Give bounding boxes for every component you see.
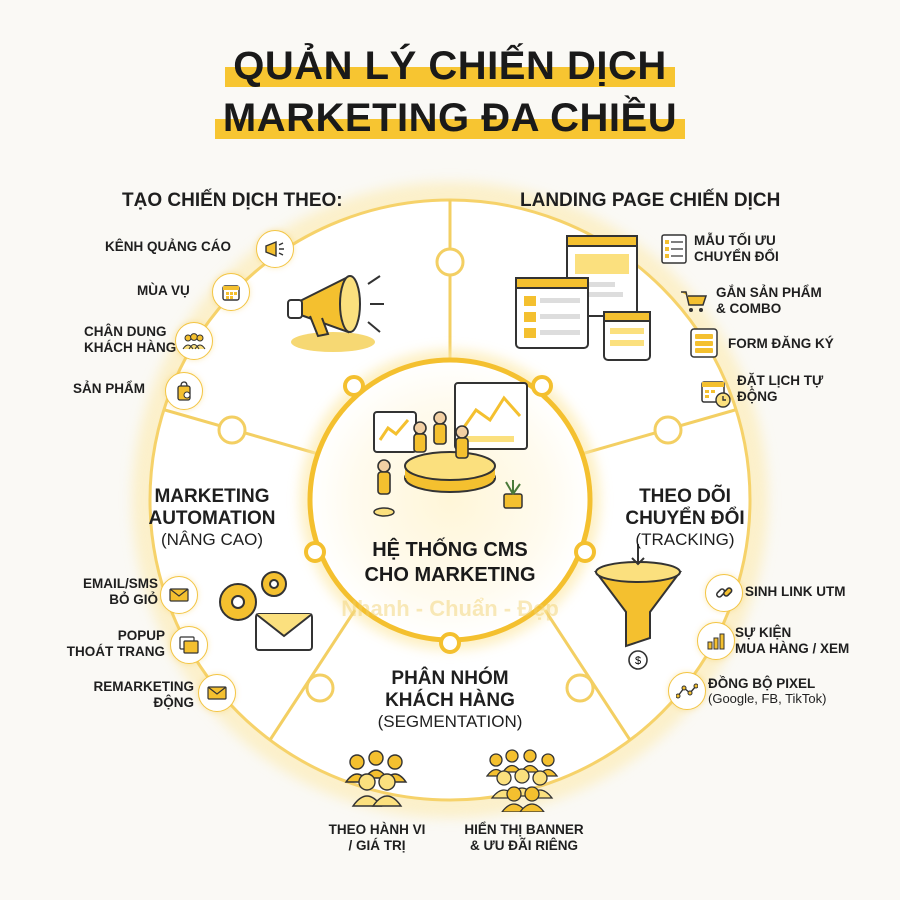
title-line-2: MARKETING ĐA CHIỀU	[0, 96, 900, 141]
automation-heading-line-1: MARKETING	[154, 486, 270, 507]
puzzle-tabs	[217, 247, 683, 703]
automation-heading: MARKETING AUTOMATION (NÂNG CAO)	[137, 486, 287, 549]
title-line-1: QUẢN LÝ CHIẾN DỊCH	[0, 44, 900, 89]
bar-chart-icon	[697, 622, 735, 660]
campaign-item-ad-channel: KÊNH QUẢNG CÁO	[105, 239, 232, 254]
product-bag-icon	[165, 372, 203, 410]
tracking-heading-line-2: CHUYỂN ĐỔI	[625, 507, 745, 529]
team-dashboard-illustration	[373, 382, 528, 517]
automation-item-popup: POPUP THOÁT TRANG	[55, 628, 165, 659]
connector-dot	[304, 541, 326, 563]
scheduling-line-1: ĐẶT LỊCH TỰ	[737, 373, 824, 388]
landing-item-scheduling: ĐẶT LỊCH TỰ ĐỘNG	[737, 373, 823, 404]
calendar-clock-icon	[700, 377, 732, 409]
popup-icon	[170, 626, 208, 664]
crowd-icon	[486, 749, 559, 812]
connector-dot	[531, 375, 553, 397]
connector-dot	[574, 541, 596, 563]
banner-line-1: HIỂN THỊ BANNER	[464, 822, 584, 837]
automation-item-email: EMAIL/SMS BỎ GIỎ	[68, 576, 158, 607]
landing-item-products: GẮN SẢN PHẨM & COMBO	[716, 285, 822, 316]
watermark: Nhanh - Chuẩn - Đẹp	[341, 596, 559, 621]
calendar-icon	[212, 273, 250, 311]
products-line-1: GẮN SẢN PHẨM	[716, 285, 822, 300]
megaphone-illustration	[287, 275, 384, 352]
templates-line-2: CHUYỂN ĐỔI	[694, 248, 779, 264]
title-text-2: MARKETING ĐA CHIỀU	[222, 96, 678, 140]
tracking-heading-line-1: THEO DÕI	[639, 486, 731, 507]
popup-line-1: POPUP	[117, 628, 165, 643]
email-line-2: BỎ GIỎ	[109, 591, 158, 607]
automation-subheading: (NÂNG CAO)	[161, 529, 263, 549]
connector-dot	[439, 632, 461, 654]
automation-illustration	[219, 571, 313, 651]
persona-line-1: CHÂN DUNG	[84, 324, 167, 339]
landing-heading: LANDING PAGE CHIẾN DỊCH	[520, 190, 781, 211]
segmentation-item-banner: HIỂN THỊ BANNER & ƯU ĐÃI RIÊNG	[456, 822, 592, 853]
group-icon	[344, 750, 408, 807]
segmentation-heading-line-1: PHÂN NHÓM	[391, 668, 509, 689]
email-line-1: EMAIL/SMS	[82, 576, 158, 591]
connector-dot	[343, 375, 365, 397]
megaphone-icon	[256, 230, 294, 268]
landing-item-templates: MẪU TỐI ƯU CHUYỂN ĐỔI	[694, 233, 779, 264]
scheduling-line-2: ĐỘNG	[737, 388, 778, 404]
svg-text:$: $	[635, 655, 641, 667]
remarketing-line-2: ĐỘNG	[153, 694, 195, 710]
segmentation-item-behavior: THEO HÀNH VI / GIÁ TRỊ	[318, 822, 436, 853]
link-icon	[705, 574, 743, 612]
form-icon	[688, 327, 720, 359]
campaign-heading: TẠO CHIẾN DỊCH THEO:	[122, 190, 343, 211]
behavior-line-1: THEO HÀNH VI	[328, 822, 426, 837]
people-icon	[175, 322, 213, 360]
center-label: HỆ THỐNG CMS CHO MARKETING	[330, 538, 570, 588]
segmentation-heading: PHÂN NHÓM KHÁCH HÀNG (SEGMENTATION)	[345, 668, 555, 731]
pixel-nodes-icon	[668, 672, 706, 710]
remarketing-line-1: REMARKETING	[93, 679, 195, 694]
tracking-heading: THEO DÕI CHUYỂN ĐỔI (TRACKING)	[610, 486, 760, 549]
center-label-line-1: HỆ THỐNG CMS	[372, 539, 528, 561]
segmentation-heading-line-2: KHÁCH HÀNG	[385, 689, 515, 711]
templates-line-1: MẪU TỐI ƯU	[694, 233, 776, 248]
segmentation-subheading: (SEGMENTATION)	[377, 711, 523, 731]
banner-line-2: & ƯU ĐÃI RIÊNG	[470, 837, 578, 853]
campaign-item-product: SẢN PHẨM	[73, 381, 146, 396]
document-list-icon	[658, 233, 690, 265]
events-line-2: MUA HÀNG / XEM	[735, 640, 850, 656]
automation-item-remarketing: REMARKETING ĐỘNG	[72, 679, 195, 710]
events-line-1: SỰ KIỆN	[735, 625, 792, 640]
pixel-line-1: ĐỒNG BỘ PIXEL	[708, 676, 816, 691]
behavior-line-2: / GIÁ TRỊ	[348, 837, 406, 853]
tracking-item-utm: SINH LINK UTM	[745, 584, 846, 599]
envelope-icon	[198, 674, 236, 712]
envelope-icon	[160, 576, 198, 614]
tracking-subheading: (TRACKING)	[635, 529, 735, 549]
products-line-2: & COMBO	[716, 300, 782, 316]
automation-heading-line-2: AUTOMATION	[148, 507, 276, 529]
popup-line-2: THOÁT TRANG	[66, 643, 165, 659]
tracking-item-pixel: ĐỒNG BỘ PIXEL (Google, FB, TikTok)	[708, 676, 826, 706]
tracking-item-events: SỰ KIỆN MUA HÀNG / XEM	[735, 625, 849, 656]
landing-item-form: FORM ĐĂNG KÝ	[728, 336, 834, 351]
persona-line-2: KHÁCH HÀNG	[84, 339, 177, 355]
landing-pages-illustration	[515, 235, 651, 361]
center-label-line-2: CHO MARKETING	[364, 564, 536, 586]
pixel-line-2: (Google, FB, TikTok)	[708, 690, 827, 706]
campaign-item-season: MÙA VỤ	[137, 283, 190, 298]
campaign-item-persona: CHÂN DUNG KHÁCH HÀNG	[84, 324, 176, 355]
cart-icon	[678, 285, 710, 317]
funnel-illustration: $	[594, 544, 682, 670]
title-text-1: QUẢN LÝ CHIẾN DỊCH	[233, 44, 667, 88]
